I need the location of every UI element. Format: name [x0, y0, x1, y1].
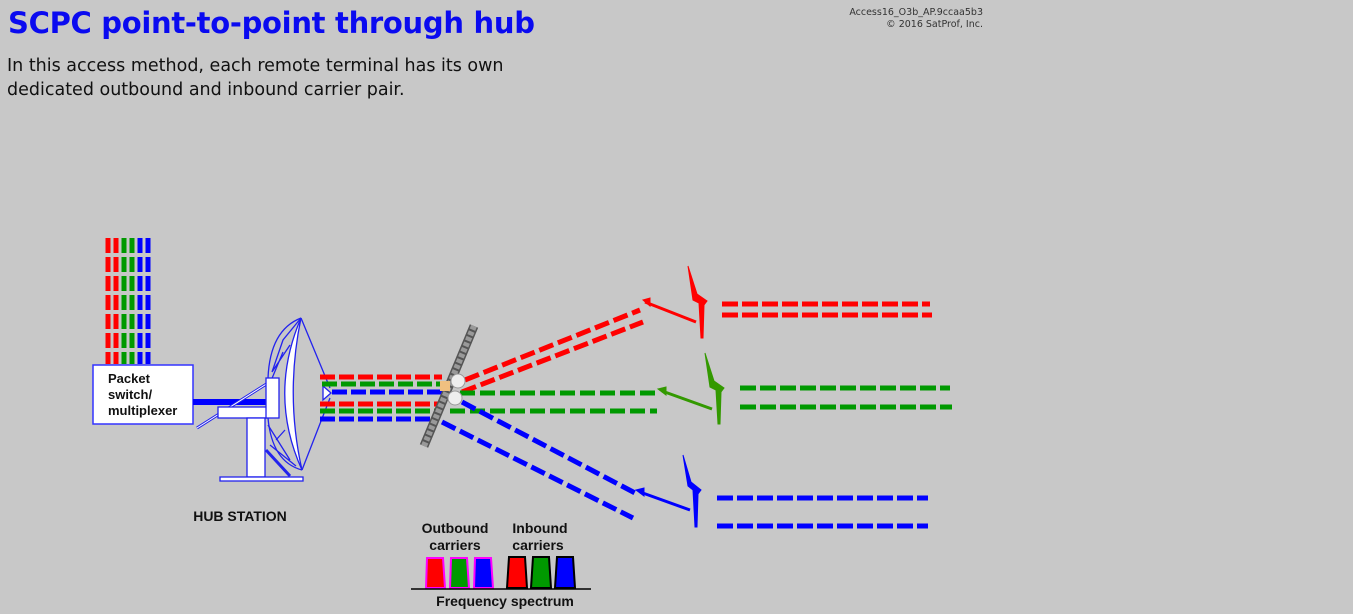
- hub-antenna-icon: [196, 317, 332, 482]
- downlink-beams: [440, 307, 657, 521]
- copyright: © 2016 SatProf, Inc.: [886, 19, 983, 30]
- hub-link: [193, 399, 273, 405]
- terminal-links: [717, 301, 952, 529]
- outbound-carriers: [424, 557, 495, 589]
- packet-switch-label-2: switch/: [108, 387, 152, 402]
- uplink-beams: [320, 374, 442, 422]
- packet-switch-label-3: multiplexer: [108, 403, 177, 418]
- inbound-label-2: carriers: [512, 537, 564, 553]
- outbound-label-1: Outbound: [422, 520, 489, 536]
- page-description: In this access method, each remote termi…: [7, 56, 504, 100]
- inbound-label-1: Inbound: [512, 520, 567, 536]
- packet-switch-label-1: Packet: [108, 371, 151, 386]
- frequency-spectrum: Outbound carriers Inbound carriers Frequ…: [411, 520, 591, 609]
- satellite-icon: [419, 324, 479, 448]
- inbound-carriers: [505, 556, 577, 589]
- remote-terminal-blue: [634, 454, 702, 528]
- outbound-label-2: carriers: [429, 537, 481, 553]
- packet-switch: Packet switch/ multiplexer: [92, 364, 194, 425]
- version-id: Access16_O3b_AP.9ccaa5b3: [849, 7, 983, 18]
- hub-station-label: HUB STATION: [193, 508, 287, 524]
- remote-terminal-red: [641, 265, 708, 339]
- page-title: SCPC point-to-point through hub: [8, 6, 535, 40]
- version-info: Access16_O3b_AP.9ccaa5b3 © 2016 SatProf,…: [820, 7, 983, 31]
- data-streams: [105, 238, 151, 364]
- frequency-spectrum-label: Frequency spectrum: [436, 593, 574, 609]
- remote-terminal-green: [656, 352, 725, 425]
